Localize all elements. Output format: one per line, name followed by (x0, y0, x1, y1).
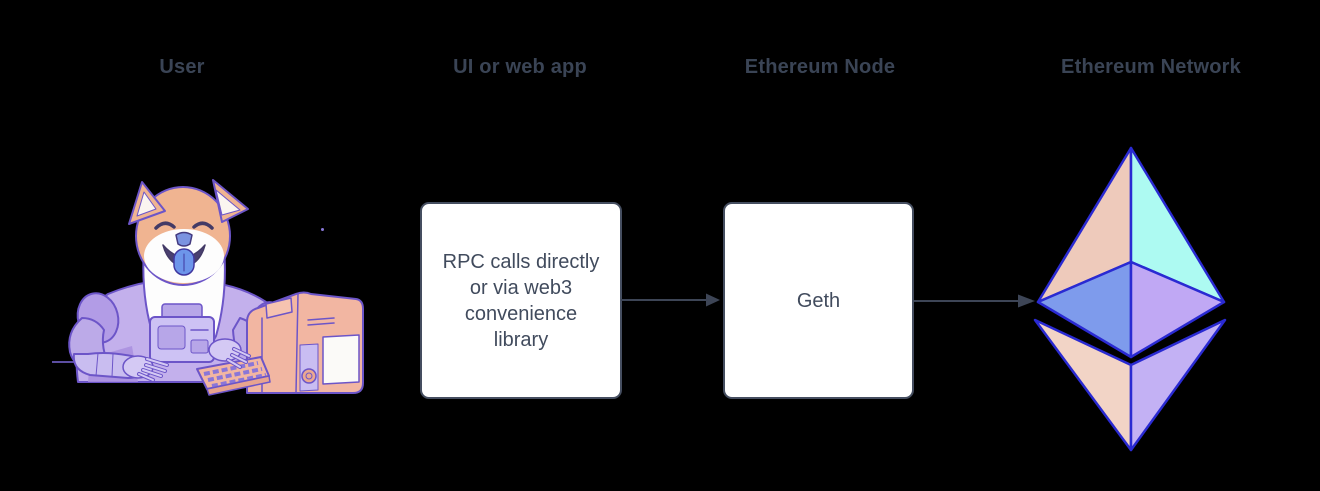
ethereum-logo (1033, 146, 1227, 452)
rpc-calls-box: RPC calls directly or via web3 convenien… (420, 202, 622, 399)
box-text-line: convenience (464, 302, 578, 325)
rpc-calls-box-text: RPC calls directly or via web3 convenien… (443, 249, 600, 353)
doge-nose (175, 231, 193, 247)
doge-chest-pack (149, 303, 215, 363)
box-text-line: library (493, 328, 549, 351)
column-label-user: User (159, 56, 205, 78)
monitor-vent (301, 368, 317, 384)
column-label-ui-web-app: UI or web app (453, 56, 587, 78)
doge-right-paw (208, 338, 251, 369)
doge-left-arm (68, 317, 169, 382)
arrowhead (706, 293, 720, 307)
ethereum-logo-mid-right-face (1129, 260, 1226, 359)
doge-left-eye (154, 221, 176, 230)
decorative-dot (321, 228, 324, 231)
arrowhead (1018, 294, 1035, 308)
doge-astronaut-illustration (52, 179, 364, 396)
arrow-node-to-network (914, 294, 1035, 308)
box-text-line: RPC calls directly (442, 250, 600, 273)
box-text-line: or via web3 (469, 276, 573, 299)
retro-computer (196, 291, 364, 396)
geth-box: Geth (723, 202, 914, 399)
ethereum-logo-bottom-right-face (1129, 318, 1227, 452)
monitor-panel (322, 334, 360, 385)
geth-box-text: Geth (796, 289, 841, 312)
doge-right-eye (192, 221, 214, 230)
arrow-ui-to-node (621, 293, 720, 307)
column-label-ethereum-network: Ethereum Network (1061, 56, 1241, 78)
column-label-ethereum-node: Ethereum Node (744, 56, 896, 78)
doge-head (128, 179, 249, 286)
